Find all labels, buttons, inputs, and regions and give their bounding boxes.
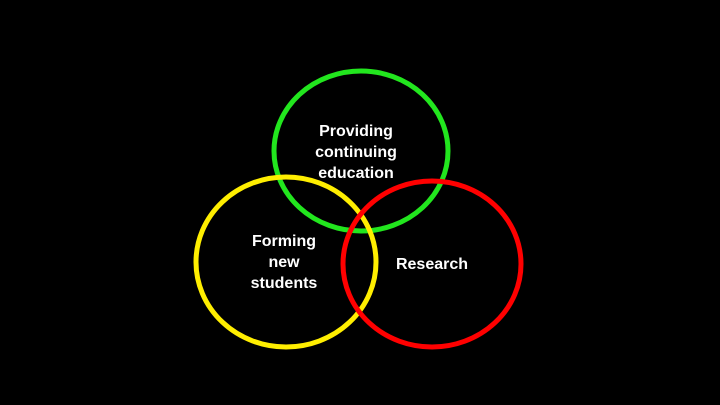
circle-students [193, 174, 379, 350]
circle-education [271, 68, 451, 234]
label-line: Research [395, 256, 469, 273]
label-line: continuing [315, 144, 397, 161]
label-line: education [318, 165, 394, 182]
label-line: Forming [252, 233, 316, 250]
circle-research [340, 178, 524, 350]
label-line: new [268, 254, 300, 271]
label-line: students [250, 275, 318, 292]
label-students: Forming new students [224, 231, 344, 294]
label-line: Providing [319, 123, 393, 140]
label-education: Providing continuing education [296, 121, 416, 184]
label-research: Research [372, 254, 492, 275]
